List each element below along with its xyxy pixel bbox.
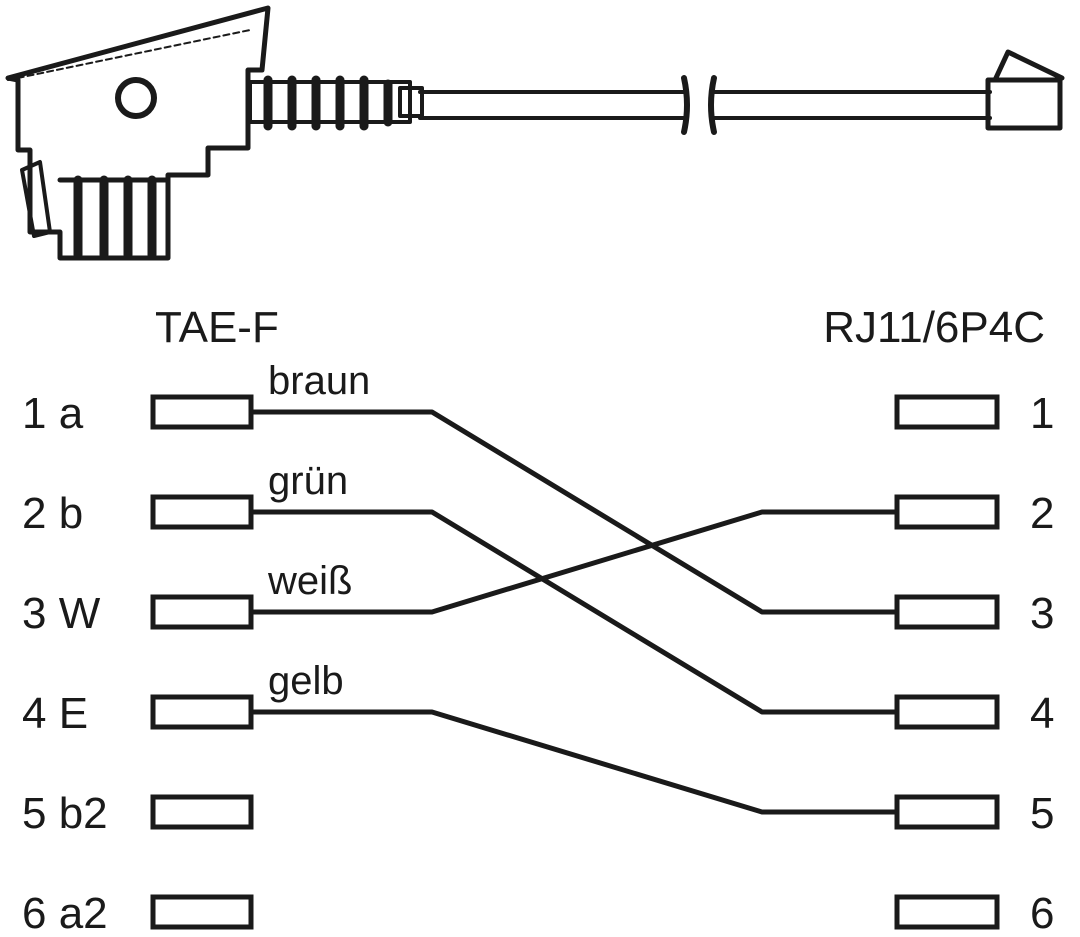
rj11-pin-box (894, 394, 1000, 430)
cable-illustration (5, 5, 1065, 261)
rj11-pin-1: 1 (894, 389, 1054, 438)
tae-f-pin-label: 2 b (22, 489, 83, 538)
tae-f-pin-5: 5 b2 (22, 789, 254, 838)
tae-f-pins: 1 a 2 b 3 W 4 E 5 b2 6 a2 (22, 389, 254, 937)
tae-f-pin-label: 6 a2 (22, 889, 108, 932)
wire-2: grün (251, 459, 897, 715)
tae-f-pin-box (150, 694, 254, 730)
cable-break-right (708, 75, 717, 135)
tae-f-pin-box (150, 894, 254, 930)
tae-f-pin-box (150, 494, 254, 530)
rj11-plug-body (985, 77, 1063, 131)
tae-f-pin-label: 5 b2 (22, 789, 108, 838)
rj11-pin-4: 4 (894, 689, 1054, 738)
rj11-pin-box (894, 494, 1000, 530)
rj11-pin-box (894, 794, 1000, 830)
tae-f-pin-label: 3 W (22, 589, 101, 638)
wire-3: weiß (251, 509, 897, 615)
wire-label: weiß (267, 559, 352, 603)
wire-label: gelb (268, 659, 344, 703)
wire-line (251, 509, 897, 715)
wire-label: braun (268, 359, 370, 403)
tae-plug-screw-hole (115, 77, 157, 119)
tae-f-pin-box (150, 594, 254, 630)
tae-f-pin-2: 2 b (22, 489, 254, 538)
rj11-pin-label: 2 (1030, 489, 1054, 538)
rj11-pin-box (894, 694, 1000, 730)
wire-label: grün (268, 459, 348, 503)
tae-plug-latch (20, 160, 52, 238)
rj11-pin-3: 3 (894, 589, 1054, 638)
rj11-plug-latch (992, 49, 1065, 83)
rj11-pin-5: 5 (894, 789, 1054, 838)
rj11-pin-label: 1 (1030, 389, 1054, 438)
tae-plug-top-edge (7, 29, 251, 81)
wires-layer: braun grün weiß gelb (251, 359, 897, 815)
rj11-pin-label: 5 (1030, 789, 1054, 838)
wire-1: braun (251, 359, 897, 615)
tae-f-pin-4: 4 E (22, 689, 254, 738)
tae-f-pin-label: 1 a (22, 389, 84, 438)
wire-line (251, 409, 897, 615)
tae-f-pin-1: 1 a (22, 389, 254, 438)
rj11-pins: 1 2 3 4 5 6 (894, 389, 1054, 937)
cable-break-left (681, 75, 690, 135)
wire-line (251, 709, 897, 815)
rj11-pin-label: 3 (1030, 589, 1054, 638)
rj11-pin-box (894, 594, 1000, 630)
rj11-pin-6: 6 (894, 889, 1054, 937)
tae-f-pin-3: 3 W (22, 589, 254, 638)
rj11-pin-box (894, 894, 1000, 930)
rj11-pin-label: 6 (1030, 889, 1054, 932)
strain-relief (248, 75, 424, 131)
wire-line (251, 509, 897, 615)
tae-plug-body (5, 5, 271, 261)
tae-f-pin-box (150, 394, 254, 430)
rj11-pin-label: 4 (1030, 689, 1054, 738)
tae-f-title: TAE-F (155, 303, 279, 352)
wire-4: gelb (251, 659, 897, 815)
tae-f-pin-box (150, 794, 254, 830)
tae-f-pin-6: 6 a2 (22, 889, 254, 937)
rj11-title: RJ11/6P4C (823, 303, 1045, 352)
tae-plug-contacts (73, 175, 157, 260)
rj11-pin-2: 2 (894, 489, 1054, 538)
tae-f-pin-label: 4 E (22, 689, 88, 738)
